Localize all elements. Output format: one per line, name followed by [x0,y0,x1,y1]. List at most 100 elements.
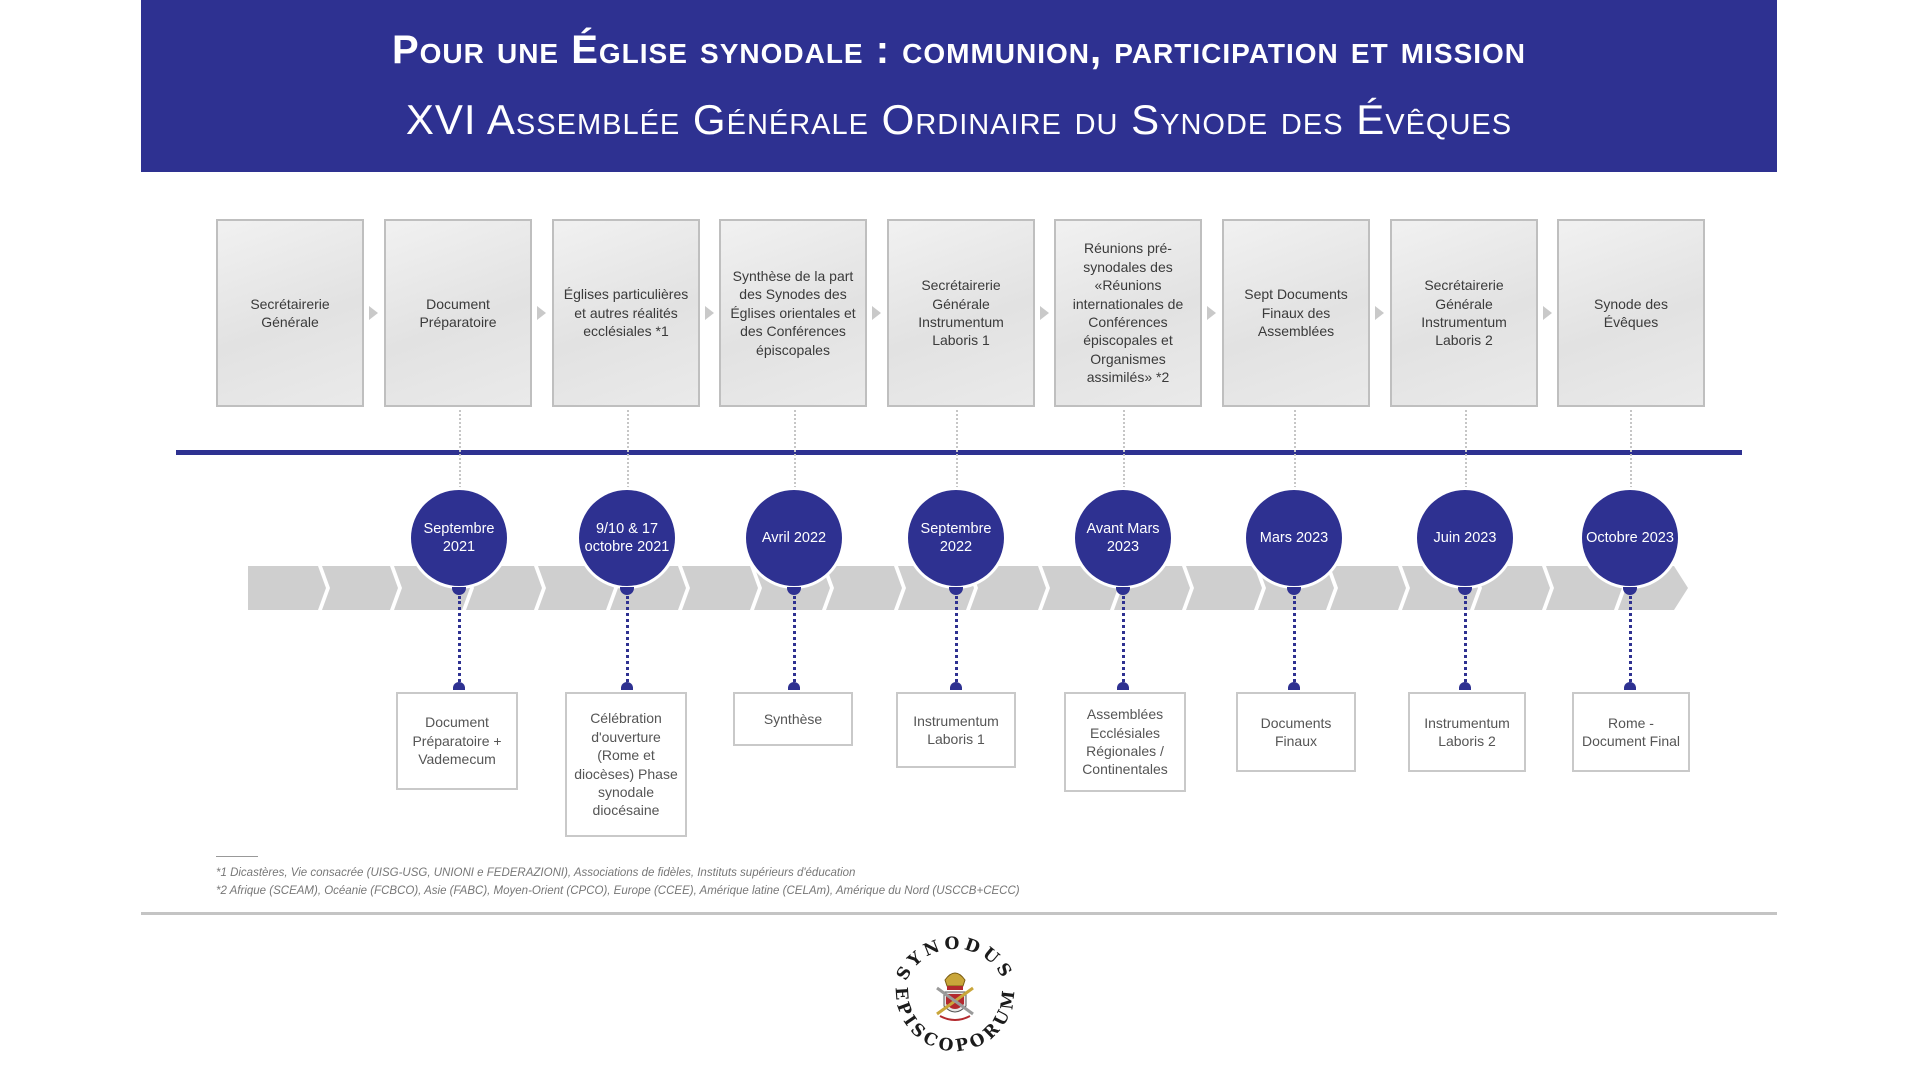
stage-box: Sept Documents Finaux des Assemblées [1222,219,1370,407]
synodus-episcoporum-logo: SYNODUS EPISCOPORUM [891,934,1016,1057]
connector-line [1629,596,1632,682]
stage-arrow-icon [872,306,881,320]
output-label: Célébration d'ouverture (Rome et diocèse… [574,710,678,819]
connector-line [1293,596,1296,682]
stage-label: Secrétairerie Générale Instrumentum Labo… [1421,277,1507,349]
output-label: Rome - Document Final [1581,714,1681,749]
papal-crest-icon [936,972,974,1021]
pin-marker [1287,587,1301,595]
connector-line [794,410,796,488]
output-box: Rome - Document Final [1572,692,1690,772]
connector-line [793,596,796,682]
stage-box: Synthèse de la part des Synodes des Égli… [719,219,867,407]
date-label: Juin 2023 [1433,529,1497,546]
pin-marker [1288,682,1300,690]
stage-arrow-icon [1543,306,1552,320]
stage-box: Réunions pré-synodales des «Réunions int… [1054,219,1202,407]
stage-label: Réunions pré-synodales des «Réunions int… [1072,240,1184,386]
date-milestone: Mars 2023 [1246,490,1342,586]
pin-marker [1117,682,1129,690]
pin-marker [788,682,800,690]
date-milestone: Avril 2022 [746,490,842,586]
connector-line [955,596,958,682]
stage-arrow-icon [1040,306,1049,320]
stage-label: Sept Documents Finaux des Assemblées [1244,286,1348,340]
connector-line [1465,410,1467,488]
pin-marker [949,587,963,595]
stage-arrow-icon [537,306,546,320]
connector-line [1122,596,1125,682]
date-milestone: Juin 2023 [1417,490,1513,586]
date-milestone: Septembre 2021 [411,490,507,586]
pin-marker [1116,587,1130,595]
pin-marker [1623,587,1637,595]
date-label: Avant Mars 2023 [1086,520,1160,555]
stage-arrow-icon [369,306,378,320]
page-title: Pour une Église synodale : communion, pa… [391,28,1527,72]
date-milestone: Septembre 2022 [908,490,1004,586]
output-box: Célébration d'ouverture (Rome et diocèse… [565,692,687,837]
output-label: Instrumentum Laboris 2 [1424,714,1510,749]
connector-line [459,410,461,488]
output-box: Instrumentum Laboris 2 [1408,692,1526,772]
stage-label: Secrétairerie Générale Instrumentum Labo… [918,277,1004,349]
pin-marker [1458,587,1472,595]
pin-marker [620,587,634,595]
date-milestone: 9/10 & 17 octobre 2021 [579,490,675,586]
stage-box: Secrétairerie Générale [216,219,364,407]
output-box: Synthèse [733,692,853,746]
pin-marker [621,682,633,690]
pin-marker [1459,682,1471,690]
header-banner: Pour une Église synodale : communion, pa… [141,0,1777,172]
stage-box: Églises particulières et autres réalités… [552,219,700,407]
footnote-1: *1 Dicastères, Vie consacrée (UISG-USG, … [216,867,856,879]
stage-label: Synthèse de la part des Synodes des Égli… [730,267,856,358]
stage-box: Secrétairerie Générale Instrumentum Labo… [887,219,1035,407]
connector-line [956,410,958,488]
date-label: Septembre 2022 [920,520,992,555]
stage-label: Document Préparatoire [419,295,497,330]
connector-line [1123,410,1125,488]
footnote-2: *2 Afrique (SCEAM), Océanie (FCBCO), Asi… [216,885,1020,897]
pin-marker [453,682,465,690]
stage-label: Secrétairerie Générale [250,295,330,330]
connector-line [627,410,629,488]
pin-marker [950,682,962,690]
connector-line [1294,410,1296,488]
stage-box: Synode des Évêques [1557,219,1705,407]
pin-marker [1624,682,1636,690]
output-label: Instrumentum Laboris 1 [913,712,999,747]
date-label: Septembre 2021 [423,520,495,555]
timeline-rule [176,450,1742,455]
connector-line [1464,596,1467,682]
date-label: Mars 2023 [1259,529,1329,546]
stage-box: Document Préparatoire [384,219,532,407]
footnote-rule [216,856,258,857]
stage-arrow-icon [1375,306,1384,320]
date-label: 9/10 & 17 octobre 2021 [584,520,670,555]
date-milestone: Avant Mars 2023 [1075,490,1171,586]
stage-arrow-icon [1207,306,1216,320]
output-box: Instrumentum Laboris 1 [896,692,1016,768]
date-label: Avril 2022 [761,529,827,546]
output-label: Documents Finaux [1260,714,1332,749]
output-box: Assemblées Ecclésiales Régionales / Cont… [1064,692,1186,792]
date-milestone: Octobre 2023 [1582,490,1678,586]
pin-marker [452,587,466,595]
output-box: Document Préparatoire + Vademecum [396,692,518,790]
stage-box: Secrétairerie Générale Instrumentum Labo… [1390,219,1538,407]
pin-marker [787,587,801,595]
stage-label: Églises particulières et autres réalités… [563,286,689,340]
output-label: Document Préparatoire + Vademecum [412,714,502,768]
output-box: Documents Finaux [1236,692,1356,772]
output-label: Assemblées Ecclésiales Régionales / Cont… [1082,706,1168,778]
footer-rule [141,912,1777,915]
page-subtitle: XVI Assemblée Générale Ordinaire du Syno… [405,96,1513,143]
connector-line [626,596,629,682]
stage-label: Synode des Évêques [1594,295,1668,330]
output-label: Synthèse [763,710,823,727]
connector-line [1630,410,1632,488]
connector-line [458,596,461,682]
date-label: Octobre 2023 [1586,529,1674,546]
stage-arrow-icon [705,306,714,320]
